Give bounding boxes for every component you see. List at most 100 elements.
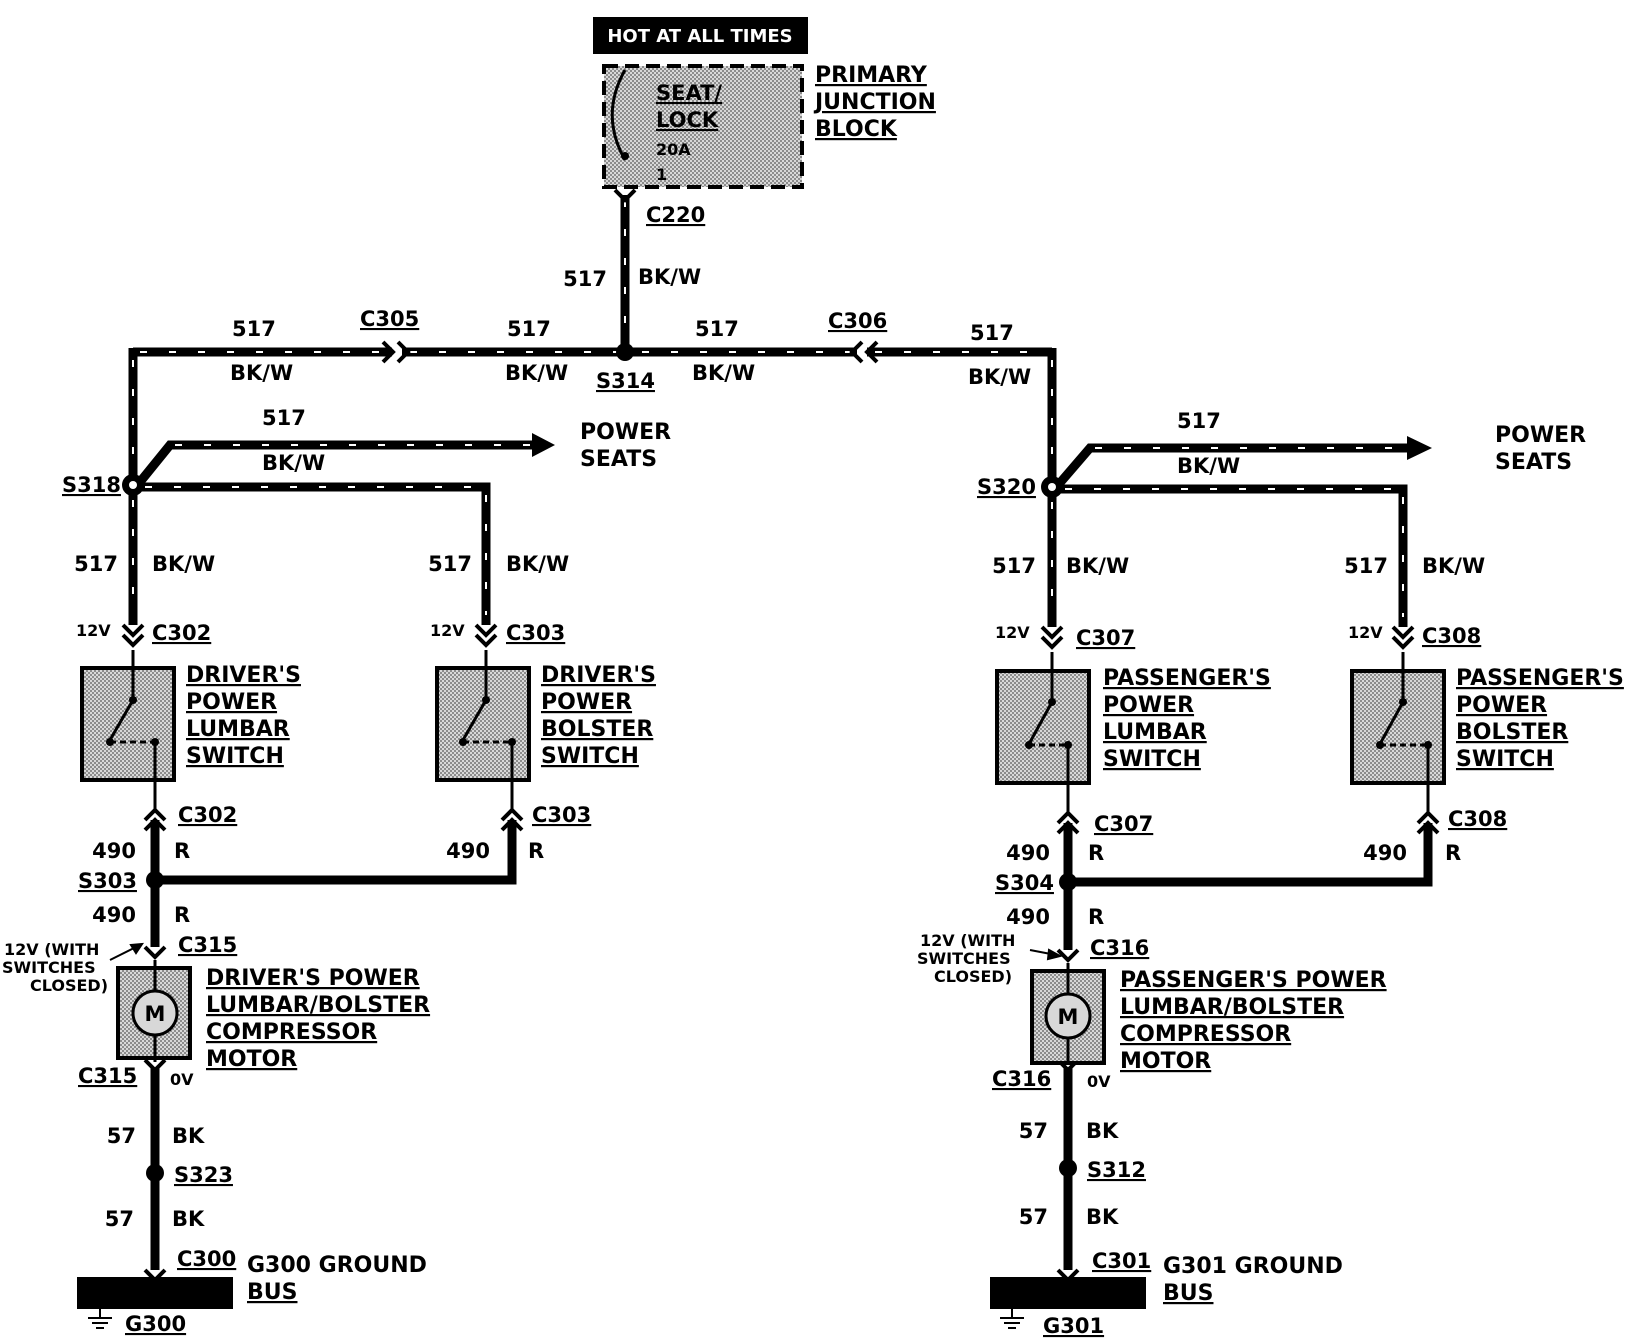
voltage-note-driver-2: SWITCHES: [2, 958, 96, 977]
fuse-terminal: [621, 152, 629, 160]
wire-bkw-driver-bolster: BK/W: [506, 552, 569, 576]
connector-c315-top: C315: [178, 933, 237, 957]
voltage-note-passenger-2: SWITCHES: [917, 949, 1011, 968]
wire-bk-passenger-lower: BK: [1086, 1205, 1119, 1229]
fuse-symbol: [610, 69, 627, 161]
drv-lumbar-title-2: POWER: [186, 690, 277, 715]
pas-bolster-title-3: BOLSTER: [1456, 720, 1568, 745]
connector-c316-bottom: C316: [992, 1067, 1051, 1091]
drv-motor-title-2: LUMBAR/BOLSTER: [206, 993, 430, 1018]
drv-lumbar-title-3: LUMBAR: [186, 717, 290, 742]
connector-c306: C306: [828, 309, 887, 333]
wire-bkw-vertical: BK/W: [638, 265, 701, 289]
switch-terminals: [106, 696, 1432, 749]
wire-57-passenger-lower: 57: [1019, 1205, 1048, 1229]
wire-490-driver-lumbar: 490: [92, 839, 136, 863]
hot-at-all-times-label: HOT AT ALL TIMES: [607, 26, 792, 47]
fuse-rating: 20A: [656, 140, 691, 159]
drv-motor-title-4: MOTOR: [206, 1047, 297, 1072]
pas-bolster-title-2: POWER: [1456, 693, 1547, 718]
ground-g300: G300: [125, 1312, 186, 1336]
voltage-note-driver-1: 12V (WITH: [4, 940, 99, 959]
connector-c220: C220: [646, 203, 705, 227]
power-seats-left-2: SEATS: [580, 447, 657, 472]
fuse-name-line2: LOCK: [656, 108, 719, 132]
wire-bkw-power-seats-right: BK/W: [1177, 454, 1240, 478]
wire-bkw-passenger-bolster: BK/W: [1422, 554, 1485, 578]
wire-517-passenger-lumbar: 517: [992, 554, 1036, 578]
voltage-12v-c302: 12V: [76, 621, 111, 640]
ground-g301: G301: [1043, 1314, 1104, 1338]
drv-lumbar-title-4: SWITCH: [186, 744, 284, 769]
connector-c300: C300: [177, 1247, 236, 1271]
wire-517-top-center-right: 517: [695, 317, 739, 341]
junction-block-title-2: JUNCTION: [813, 90, 936, 115]
power-seats-left-1: POWER: [580, 420, 671, 445]
wire-r-passenger-bolster: R: [1445, 841, 1461, 865]
power-seats-arrow-right: [1407, 436, 1432, 460]
wire-bkw-passenger-lumbar: BK/W: [1066, 554, 1129, 578]
wire-517-driver-bolster: 517: [428, 552, 472, 576]
ground-bus-g301: [990, 1277, 1146, 1309]
wire-bkw-driver-lumbar: BK/W: [152, 552, 215, 576]
connector-c303-bottom: C303: [532, 803, 591, 827]
connector-c301: C301: [1092, 1249, 1151, 1273]
splice-s304: S304: [995, 871, 1054, 895]
splice-s318: S318: [62, 473, 121, 497]
connector-c305: C305: [360, 307, 419, 331]
wire-517-passenger-bolster: 517: [1344, 554, 1388, 578]
power-seats-right-1: POWER: [1495, 423, 1586, 448]
connector-c308-top: C308: [1422, 624, 1481, 648]
fuse-name-line1: SEAT/: [656, 81, 722, 105]
drv-motor-title-1: DRIVER'S POWER: [206, 966, 420, 991]
wire-57-driver-upper: 57: [107, 1124, 136, 1148]
hot-at-all-times-box: [593, 17, 808, 54]
wire-490-driver-motor: 490: [92, 903, 136, 927]
g300-title-2: BUS: [247, 1280, 297, 1305]
junction-block-title-1: PRIMARY: [815, 63, 928, 88]
connector-c315-bottom: C315: [78, 1064, 137, 1088]
motor-symbol-passenger: M: [1058, 1005, 1079, 1029]
wire-517-vertical: 517: [563, 267, 607, 291]
switch-contacts: [108, 650, 1430, 813]
splice-s323: S323: [174, 1163, 233, 1187]
ground-bus-g300: [77, 1277, 233, 1309]
switch-boxes: [80, 666, 1446, 785]
connector-symbols: [121, 188, 1440, 1283]
splice-s303: S303: [78, 869, 137, 893]
pas-motor-title-1: PASSENGER'S POWER: [1120, 968, 1387, 993]
voltage-0v-passenger: 0V: [1087, 1072, 1111, 1091]
wire-r-driver-bolster: R: [528, 839, 544, 863]
wire-490-passenger-bolster: 490: [1363, 841, 1407, 865]
junction-block-title-3: BLOCK: [815, 117, 898, 142]
wire-490-passenger-lumbar: 490: [1006, 841, 1050, 865]
wire-r-passenger-lumbar: R: [1088, 841, 1104, 865]
drv-motor-title-3: COMPRESSOR: [206, 1020, 377, 1045]
splice-dots: [122, 343, 1077, 1182]
wire-bkw-top-right: BK/W: [968, 365, 1031, 389]
wire-57-driver-lower: 57: [105, 1207, 134, 1231]
voltage-note-arrows: [109, 942, 1063, 961]
splice-s312: S312: [1087, 1158, 1146, 1182]
drv-lumbar-title-1: DRIVER'S: [186, 663, 301, 688]
voltage-note-passenger-1: 12V (WITH: [920, 931, 1015, 950]
pas-bolster-title-1: PASSENGER'S: [1456, 666, 1624, 691]
wire-517-top-center-left: 517: [507, 317, 551, 341]
wire-517-top-left: 517: [232, 317, 276, 341]
g301-title-1: G301 GROUND: [1163, 1254, 1343, 1279]
pas-lumbar-title-2: POWER: [1103, 693, 1194, 718]
voltage-12v-c308: 12V: [1348, 623, 1383, 642]
power-seats-arrow-left: [532, 433, 555, 457]
voltage-12v-c307: 12V: [995, 623, 1030, 642]
wire-490-driver-bolster: 490: [446, 839, 490, 863]
wire-bk-passenger-upper: BK: [1086, 1119, 1119, 1143]
wire-517-power-seats-left: 517: [262, 406, 306, 430]
fuse-number: 1: [656, 165, 667, 184]
g301-title-2: BUS: [1163, 1281, 1213, 1306]
wire-r-driver-motor: R: [174, 903, 190, 927]
drv-bolster-title-4: SWITCH: [541, 744, 639, 769]
drv-bolster-title-3: BOLSTER: [541, 717, 653, 742]
pas-motor-title-4: MOTOR: [1120, 1049, 1211, 1074]
